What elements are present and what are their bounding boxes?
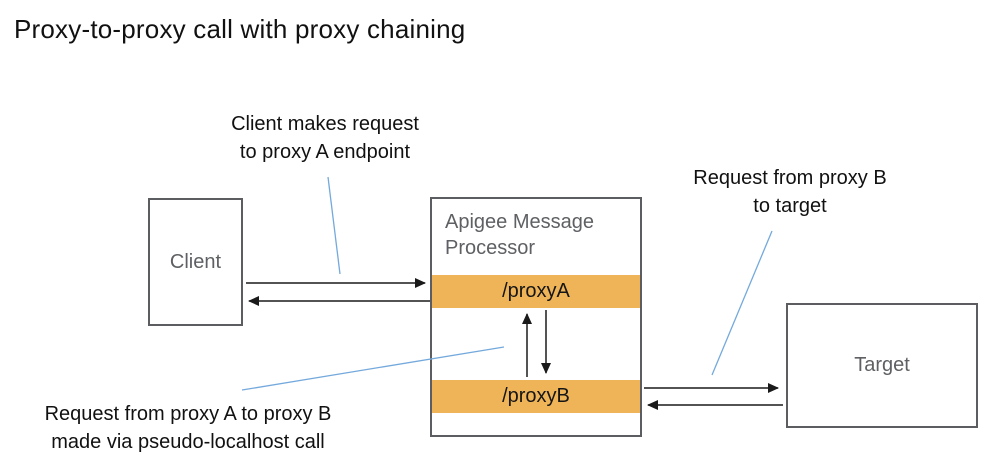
annotation-proxy-a-to-b: Request from proxy A to proxy B made via… — [2, 400, 374, 457]
callout-line-client-request — [327, 176, 341, 275]
annotation-line-2: made via pseudo-localhost call — [51, 431, 325, 454]
endpoint-bar-proxy-b: /proxyB — [432, 380, 640, 413]
target-box-label: Target — [854, 354, 910, 376]
annotation-line-2: to proxy A endpoint — [239, 141, 411, 164]
page-title: Proxy-to-proxy call with proxy chaining — [14, 14, 466, 44]
endpoint-bar-proxy-a: /proxyA — [432, 275, 640, 308]
client-box-label: Client — [169, 250, 222, 273]
annotation-line-1: Client makes request — [231, 113, 419, 135]
annotation-line-1: Request from proxy A to proxy B — [44, 403, 332, 425]
annotation-line-1: Request from proxy B — [693, 167, 887, 189]
annotation-proxy-b-request: Request from proxy B to target — [640, 164, 940, 221]
annotation-client-request: Client makes request to proxy A endpoint — [175, 110, 475, 167]
target-box: Target — [786, 303, 978, 428]
annotation-line-2: to target — [753, 195, 827, 218]
callout-line-proxy-b-request — [711, 230, 773, 376]
endpoint-bar-proxy-b-label: /proxyB — [502, 385, 570, 407]
endpoint-bar-proxy-a-label: /proxyA — [502, 280, 570, 302]
processor-box: Apigee Message Processor /proxyA /proxyB — [430, 197, 642, 437]
processor-title: Apigee Message Processor — [445, 211, 594, 260]
client-box: Client — [148, 198, 243, 326]
